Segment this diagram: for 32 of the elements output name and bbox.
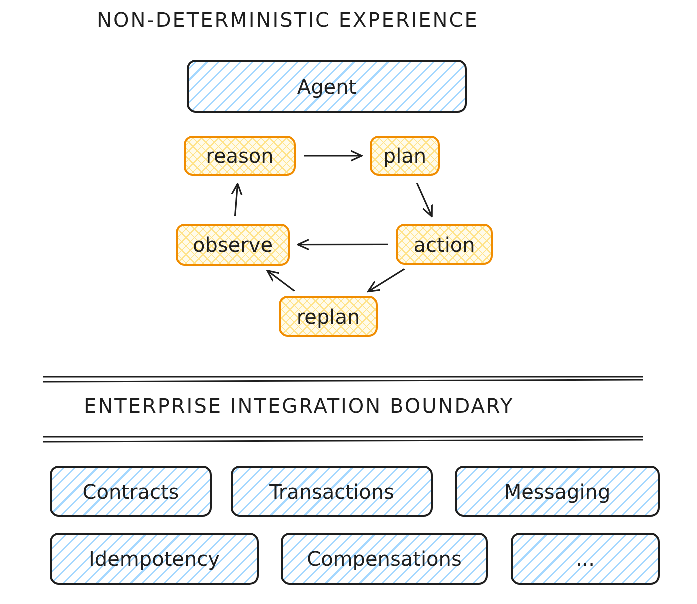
arrow [416,182,433,218]
capability-box [50,466,212,517]
node-label: Idempotency [89,547,220,571]
node-label: Transactions [270,480,394,504]
node-label: ... [576,547,596,571]
node-label: reason [206,144,274,168]
node-label: Contracts [82,480,180,504]
node-label: Messaging [504,480,611,504]
capability-box [455,466,660,517]
arrow [304,150,363,162]
node-label: replan [296,304,360,328]
arrow [266,270,296,292]
section-heading: ENTERPRISE INTEGRATION BOUNDARY [84,394,514,418]
step-box [184,136,296,176]
capability-box [231,466,433,517]
node-label: Agent [297,74,357,98]
step-box [279,296,378,337]
capability-box [50,533,259,585]
step-box [176,224,290,266]
step-box [370,136,440,176]
capability-box [281,533,488,585]
capability-box [511,533,660,585]
diagram-title: NON-DETERMINISTIC EXPERIENCE [97,8,479,32]
step-box [396,224,493,265]
arrow [368,268,406,293]
arrow [231,183,243,216]
node-label: Compensations [307,547,462,571]
node-label: observe [192,233,274,257]
arrow [297,239,388,251]
capability-box [187,60,467,113]
node-label: plan [383,144,427,168]
node-label: action [414,232,476,256]
